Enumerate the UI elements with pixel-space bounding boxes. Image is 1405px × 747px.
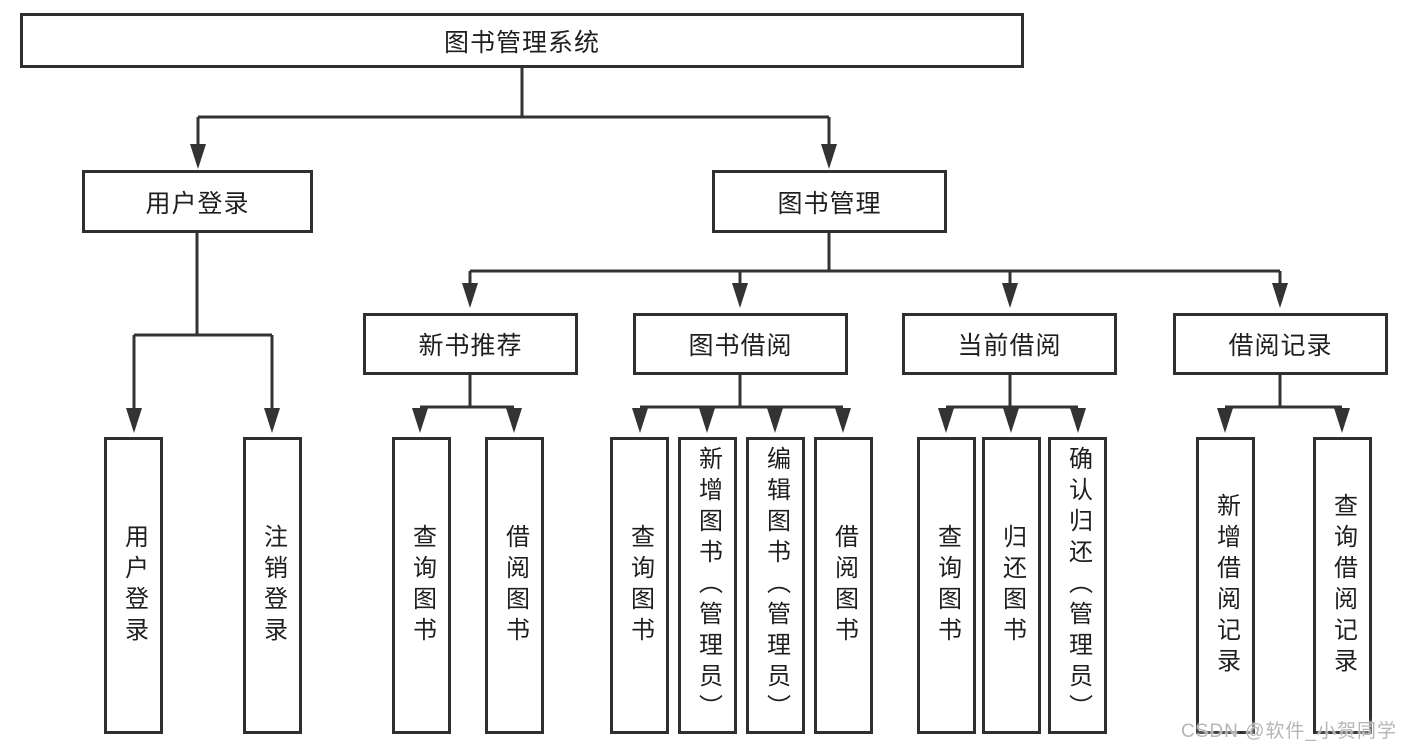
connector-new-book-recommendation-branch — [412, 375, 522, 433]
leaf-cb-query-books: 查询图书 — [917, 437, 976, 734]
arrow-down-icon — [767, 408, 783, 433]
arrow-down-icon — [1217, 408, 1233, 433]
leaf-bb-query-books: 查询图书 — [610, 437, 669, 734]
arrow-down-icon — [1003, 408, 1019, 433]
leaf-br-query-borrow-record: 查询借阅记录 — [1313, 437, 1372, 734]
leaf-br-add-borrow-record: 新增借阅记录 — [1196, 437, 1255, 734]
node-current-borrowing: 当前借阅 — [902, 313, 1117, 375]
arrow-down-icon — [264, 408, 280, 433]
connector-current-borrowing-branch — [938, 375, 1086, 433]
arrow-down-icon — [506, 408, 522, 433]
node-borrowing-records: 借阅记录 — [1173, 313, 1388, 375]
leaf-cb-confirm-return-admin: 确认归还（管理员） — [1048, 437, 1107, 734]
node-new-book-recommendation: 新书推荐 — [363, 313, 578, 375]
arrow-down-icon — [732, 283, 748, 308]
leaf-nbr-query-books: 查询图书 — [392, 437, 451, 734]
connector-root-branch — [190, 68, 837, 169]
arrow-down-icon — [1070, 408, 1086, 433]
arrow-down-icon — [821, 144, 837, 169]
arrow-down-icon — [835, 408, 851, 433]
arrow-down-icon — [412, 408, 428, 433]
connector-user-login-branch — [126, 233, 280, 433]
node-user-login: 用户登录 — [82, 170, 313, 233]
arrow-down-icon — [190, 144, 206, 169]
leaf-bb-edit-books-admin: 编辑图书（管理员） — [746, 437, 805, 734]
connector-book-management-branch — [462, 233, 1288, 308]
connector-book-borrowing-branch — [632, 375, 851, 433]
arrow-down-icon — [699, 408, 715, 433]
node-library-management-system: 图书管理系统 — [20, 13, 1024, 68]
leaf-bb-add-books-admin: 新增图书（管理员） — [678, 437, 737, 734]
arrow-down-icon — [126, 408, 142, 433]
leaf-nbr-borrow-books: 借阅图书 — [485, 437, 544, 734]
leaf-user-login: 用户登录 — [104, 437, 163, 734]
arrow-down-icon — [632, 408, 648, 433]
arrow-down-icon — [1272, 283, 1288, 308]
arrow-down-icon — [938, 408, 954, 433]
leaf-bb-borrow-books: 借阅图书 — [814, 437, 873, 734]
watermark: CSDN @软件_小贺同学 — [1181, 721, 1397, 742]
arrow-down-icon — [1334, 408, 1350, 433]
leaf-logout: 注销登录 — [243, 437, 302, 734]
connector-borrowing-records-branch — [1217, 375, 1350, 433]
arrow-down-icon — [1002, 283, 1018, 308]
node-book-borrowing: 图书借阅 — [633, 313, 848, 375]
arrow-down-icon — [462, 283, 478, 308]
leaf-cb-return-books: 归还图书 — [982, 437, 1041, 734]
node-book-management: 图书管理 — [712, 170, 947, 233]
